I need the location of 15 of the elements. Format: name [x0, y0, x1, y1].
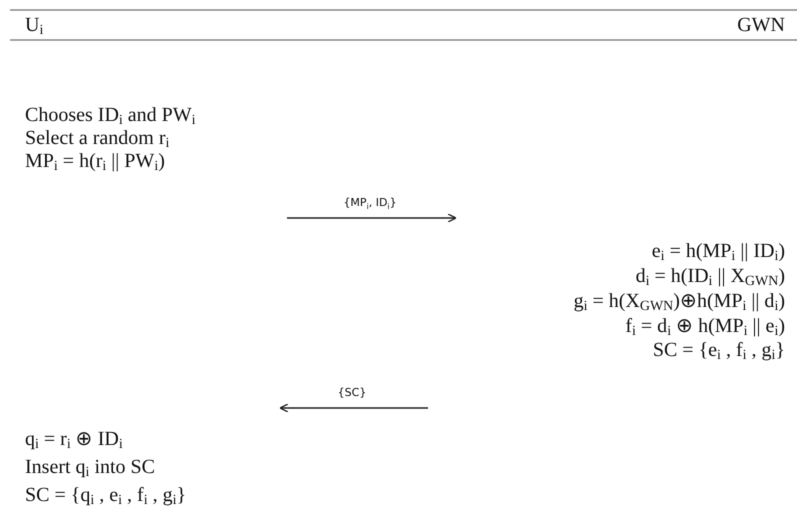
formula-text: SC = {e$_{i}$ , f$_{i}$ , g$_{i}$}	[652, 339, 785, 361]
formula-text: f$_{i}$ = d$_{i}$ ⊕ h(MP$_{i}$ || e$_{i}$)	[625, 315, 785, 337]
formula-text: e$_{i}$ = h(MP$_{i}$ || ID$_{i}$)	[652, 240, 785, 262]
party-name: GWN	[737, 14, 785, 36]
step-text: Chooses ID$_{i}$ and PW$_{i}$	[25, 104, 196, 126]
formula-text: SC = {q$_{i}$ , e$_{i}$ , f$_{i}$ , g$_{i}$}	[25, 484, 186, 506]
formula-text: q$_{i}$ = r$_{i}$ ⊕ ID$_{i}$	[25, 428, 123, 450]
formula-text: g$_{i}$ = h(X$_{GWN}$)⊕h(MP$_{i}$ || d$_{i}$)	[574, 290, 785, 312]
message-label: {MP$_{i}$, ID$_{i}$}	[343, 196, 397, 209]
step-text: Select a random r$_{i}$	[25, 127, 170, 149]
message-label: {SC}	[338, 386, 366, 399]
party-name: U$_{i}$	[25, 14, 44, 36]
formula-text: d$_{i}$ = h(ID$_{i}$ || X$_{GWN}$)	[636, 265, 785, 287]
formula-text: MP$_{i}$ = h(r$_{i}$ || PW$_{i}$)	[25, 150, 165, 172]
step-text: Insert q$_{i}$ into SC	[25, 456, 156, 478]
